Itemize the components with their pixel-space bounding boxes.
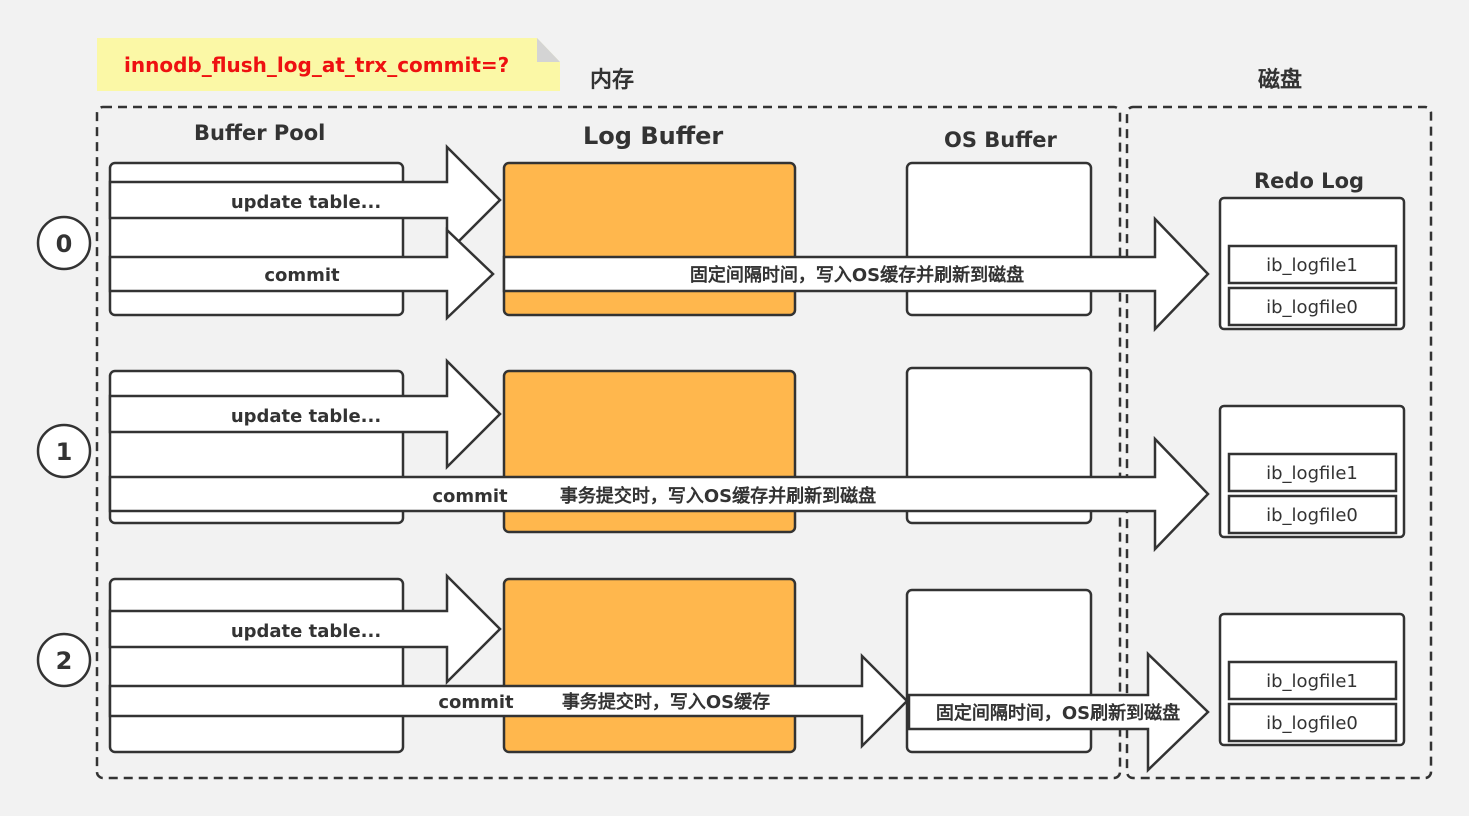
- logfile1-label: ib_logfile1: [1266, 671, 1358, 692]
- logfile1-box: [1227, 244, 1398, 285]
- logfile0-label: ib_logfile0: [1266, 297, 1358, 318]
- disk-section-title: 磁盘: [1258, 67, 1302, 93]
- logfile0-box: [1227, 494, 1398, 535]
- config-note: innodb_flush_log_at_trx_commit=?: [97, 38, 560, 91]
- flush-arrow: [502, 215, 1210, 333]
- disk-region: [1125, 105, 1433, 780]
- buffer-pool-box: [108, 577, 405, 754]
- logfile1-box: [1227, 452, 1398, 493]
- logfile1-label: ib_logfile1: [1266, 255, 1358, 276]
- log-buffer-box: [502, 577, 797, 754]
- mode-2-number: 2: [56, 647, 73, 675]
- mode-2-row: 2 update table... commit 事务提交时，写入OS缓存 固定…: [36, 572, 1406, 773]
- update-label: update table...: [231, 192, 381, 213]
- config-note-text: innodb_flush_log_at_trx_commit=?: [124, 53, 509, 77]
- update-arrow: [108, 357, 502, 471]
- update-arrow: [108, 143, 502, 257]
- redo-log-header: Redo Log: [1254, 169, 1364, 193]
- flush-label: 固定间隔时间，写入OS缓存并刷新到磁盘: [690, 264, 1024, 286]
- logfile1-box: [1227, 660, 1398, 701]
- log-buffer-header: Log Buffer: [583, 122, 723, 150]
- logfile0-box: [1227, 702, 1398, 743]
- memory-region: [95, 105, 1122, 780]
- commit-flush-arrow: [108, 435, 1210, 553]
- mode-1-row: 1 update table... commit 事务提交时，写入OS缓存并刷新…: [36, 357, 1406, 553]
- os-flush-arrow: [907, 651, 1210, 773]
- logfile0-label: ib_logfile0: [1266, 713, 1358, 734]
- mode-2-badge: [36, 632, 92, 688]
- update-label: update table...: [231, 621, 381, 642]
- logfile0-box: [1227, 286, 1398, 327]
- os-flush-label: 固定间隔时间，OS刷新到磁盘: [936, 702, 1180, 724]
- buffer-pool-header: Buffer Pool: [194, 121, 325, 145]
- flush-label: 事务提交时，写入OS缓存并刷新到磁盘: [560, 485, 876, 507]
- logfile0-label: ib_logfile0: [1266, 505, 1358, 526]
- mode-1-badge: [36, 423, 92, 479]
- memory-section-title: 内存: [590, 67, 634, 93]
- commit-label: commit: [432, 486, 508, 507]
- commit-write-arrow: [108, 652, 909, 750]
- commit-label: commit: [438, 692, 514, 713]
- update-label: update table...: [231, 406, 381, 427]
- mode-1-number: 1: [56, 438, 73, 466]
- logfile1-label: ib_logfile1: [1266, 463, 1358, 484]
- write-os-label: 事务提交时，写入OS缓存: [562, 691, 770, 713]
- mode-0-row: 0 update table... commit 固定间隔时间，写入OS缓存并刷…: [36, 143, 1406, 333]
- commit-arrow: [108, 227, 495, 321]
- mode-0-number: 0: [56, 230, 73, 258]
- update-arrow: [108, 572, 502, 686]
- os-buffer-header: OS Buffer: [944, 128, 1057, 152]
- commit-label: commit: [264, 265, 340, 286]
- mode-0-badge: [36, 215, 92, 271]
